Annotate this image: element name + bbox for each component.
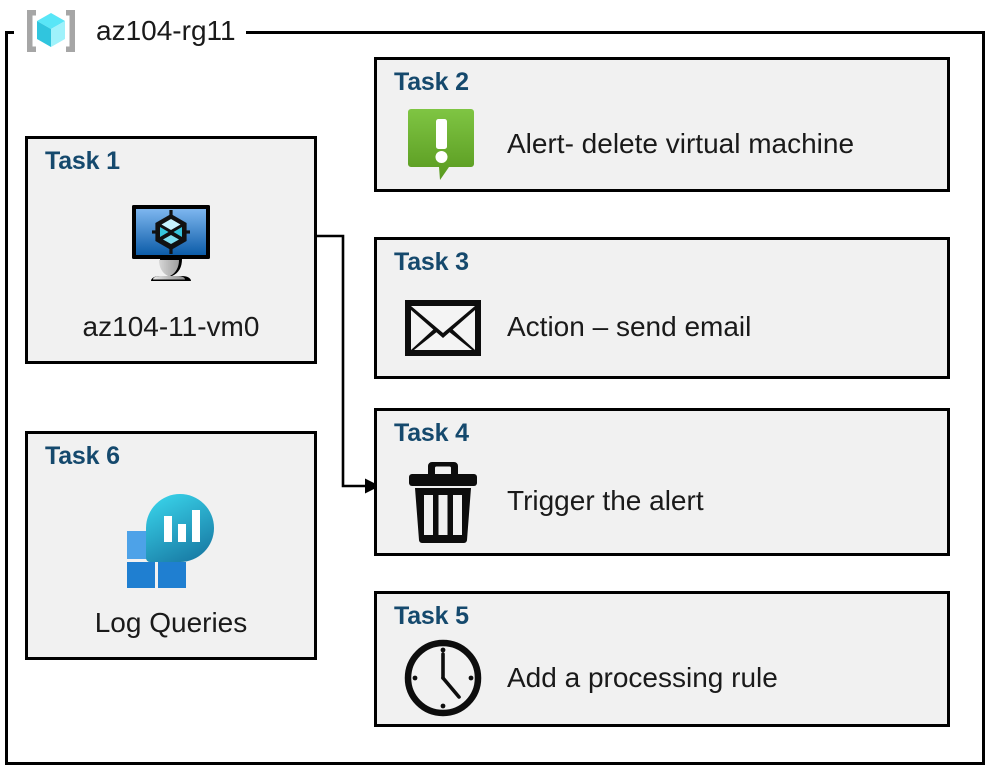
alert-exclamation-icon [401,102,485,186]
envelope-icon [401,285,485,369]
task-5-card[interactable]: Task 5 Add a processing rule [374,591,950,727]
task-1-card[interactable]: Task 1 [25,136,317,364]
task-4-title: Task 4 [394,419,469,447]
resource-group-frame [5,31,985,765]
resource-group-name: az104-rg11 [96,15,236,46]
task-3-label: Action – send email [507,311,752,342]
task-3-card[interactable]: Task 3 Action – send email [374,237,950,379]
task-2-title: Task 2 [394,68,469,96]
task-3-title: Task 3 [394,248,469,276]
task-5-title: Task 5 [394,602,469,630]
task-1-title: Task 1 [45,147,120,175]
task-6-card[interactable]: Task 6 Log Queri [25,431,317,660]
resource-group-header: az104-rg11 [14,0,246,62]
task-1-label: az104-11-vm0 [82,311,260,342]
trash-can-icon [401,459,485,543]
clock-icon [401,636,485,720]
azure-resource-group-icon [20,6,82,56]
task-2-card[interactable]: Task 2 Alert- delete virtual machine [374,57,950,192]
task-6-title: Task 6 [45,442,120,470]
task-5-label: Add a processing rule [507,662,778,693]
task-2-label: Alert- delete virtual machine [507,127,855,159]
virtual-machine-icon [28,195,314,291]
log-analytics-icon [28,490,314,588]
task-4-label: Trigger the alert [507,485,704,516]
task-4-card[interactable]: Task 4 Trigger the alert [374,408,950,556]
task-6-label: Log Queries [94,607,248,638]
